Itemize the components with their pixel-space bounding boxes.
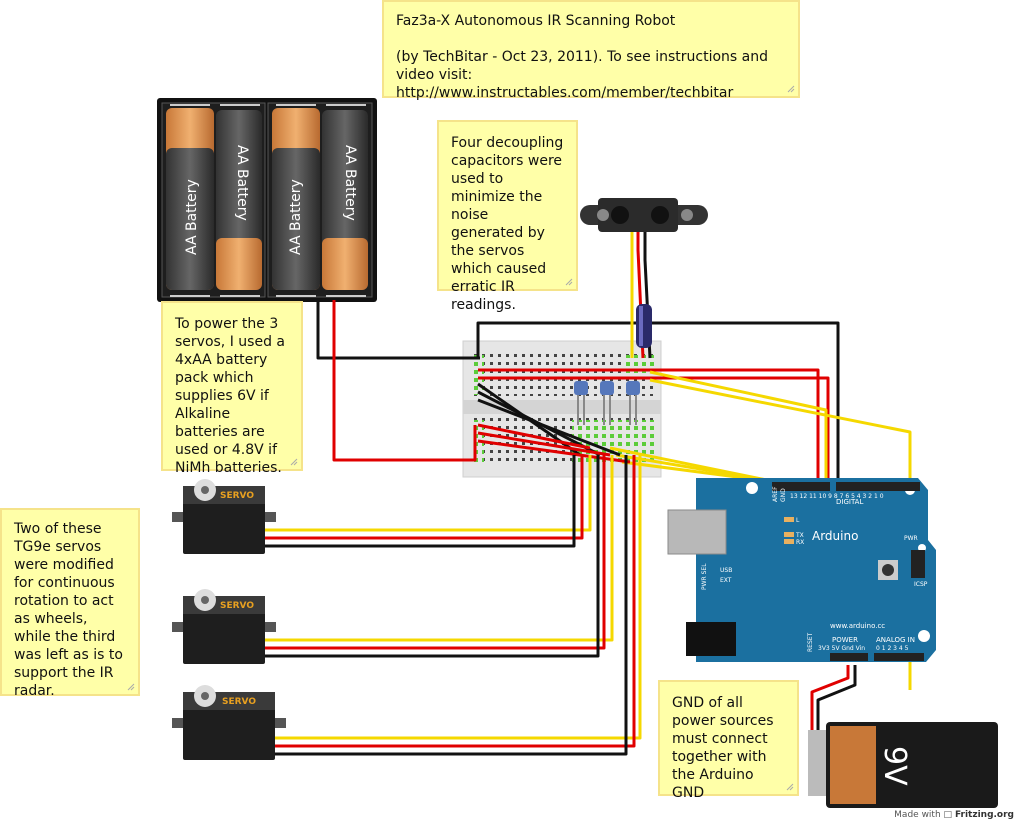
capacitor-note-text: Four decoupling capacitors were used to …: [451, 135, 568, 313]
aa-battery-pack: AA Battery AA Battery AA Battery AA Batt…: [157, 98, 377, 302]
arduino-aref-label: AREF: [772, 486, 779, 502]
aa-cell-1: AA Battery: [166, 108, 214, 290]
servo-2: SERVO: [172, 589, 276, 664]
badge-brand: Fritzing.org: [954, 810, 1014, 820]
arduino-rx-label: RX: [796, 539, 804, 546]
arduino-board: Arduino www.arduino.cc DIGITAL ANALOG IN…: [667, 478, 936, 662]
arduino-reset-label: RESET: [807, 632, 814, 652]
battery-note: To power the 3 servos, I used a 4xAA bat…: [161, 301, 303, 476]
battery-note-text: To power the 3 servos, I used a 4xAA bat…: [175, 316, 290, 476]
aa-cell-4: AA Battery: [322, 110, 368, 290]
9v-battery-label: 9V: [877, 746, 912, 786]
servo-label: SERVO: [220, 491, 254, 501]
gnd-note: GND of all power sources must connect to…: [658, 680, 799, 801]
arduino-digital-label: DIGITAL: [836, 498, 863, 506]
fritzing-badge: Made with □ Fritzing.org: [894, 810, 1014, 820]
servo-3: SERVO: [172, 685, 286, 760]
servo-label: SERVO: [220, 601, 254, 611]
arduino-analog-label: ANALOG IN: [876, 636, 915, 644]
servo-note: Two of these TG9e servos were modified f…: [0, 508, 140, 699]
resize-grip-icon: [787, 85, 795, 93]
arduino-name: Arduino: [812, 529, 858, 543]
fritzing-logo-icon: □: [943, 810, 953, 820]
resize-grip-icon: [786, 783, 794, 791]
servo-note-text: Two of these TG9e servos were modified f…: [14, 521, 128, 699]
arduino-usb-label: USB: [720, 567, 732, 574]
resize-grip-icon: [565, 278, 573, 286]
arduino-ext-label: EXT: [720, 577, 732, 584]
arduino-url: www.arduino.cc: [830, 622, 885, 630]
arduino-tx-label: TX: [795, 532, 804, 539]
aa-cell-label: AA Battery: [234, 145, 250, 221]
arduino-analog-pins: 0 1 2 3 4 5: [876, 645, 909, 652]
servo-label: SERVO: [222, 697, 256, 707]
arduino-pwrsel-label: PWR SEL: [701, 563, 708, 590]
arduino-l-label: L: [796, 517, 800, 524]
9v-battery: 9V: [808, 722, 998, 808]
project-credit: (by TechBitar - Oct 23, 2011). To see in…: [396, 49, 773, 101]
servo-1: SERVO: [172, 479, 276, 554]
resize-grip-icon: [290, 458, 298, 466]
arduino-power-label: POWER: [832, 636, 858, 644]
aa-cell-label: AA Battery: [288, 179, 304, 255]
capacitor-note: Four decoupling capacitors were used to …: [437, 120, 578, 313]
project-title: Faz3a-X Autonomous IR Scanning Robot: [396, 13, 676, 29]
arduino-power-pins: 3V3 5V Gnd Vin: [818, 645, 865, 652]
arduino-gnd-label: GND: [780, 488, 787, 502]
resize-grip-icon: [127, 683, 135, 691]
aa-cell-2: AA Battery: [216, 110, 262, 290]
gnd-note-text: GND of all power sources must connect to…: [672, 695, 778, 801]
aa-cell-label: AA Battery: [184, 179, 200, 255]
arduino-pwr-label: PWR: [904, 535, 918, 542]
aa-cell-3: AA Battery: [272, 108, 320, 290]
title-note: Faz3a-X Autonomous IR Scanning Robot (by…: [382, 0, 800, 101]
wires: [265, 232, 912, 756]
badge-prefix: Made with: [894, 810, 941, 820]
arduino-icsp-label: ICSP: [914, 581, 928, 588]
aa-cell-label: AA Battery: [342, 145, 358, 221]
arduino-digital-pins: 13 12 11 10 9 8 7 6 5 4 3 2 1 0: [790, 493, 884, 500]
decoupling-capacitors: [574, 304, 652, 425]
ir-distance-sensor: [580, 198, 708, 232]
